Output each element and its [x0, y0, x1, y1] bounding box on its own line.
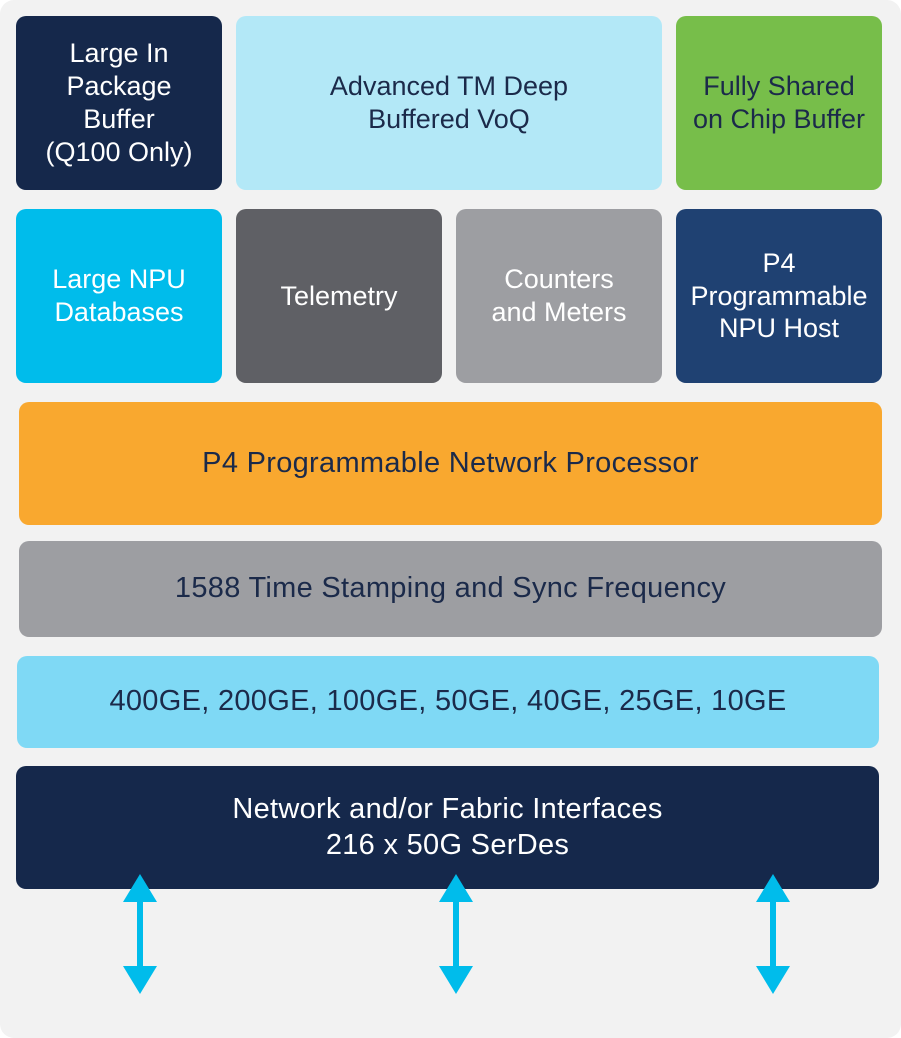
interfaces-block: Network and/or Fabric Interfaces 216 x 5… [16, 766, 879, 889]
block-line: Counters [504, 264, 614, 295]
block-line: P4 [762, 247, 796, 278]
npu-host-block: P4 Programmable NPU Host [676, 209, 882, 383]
in-package-buffer-block: Large In Package Buffer (Q100 Only) [16, 16, 222, 190]
double-arrow-icon [439, 874, 473, 994]
port-speeds-block: 400GE, 200GE, 100GE, 50GE, 40GE, 25GE, 1… [17, 656, 879, 748]
block-line: NPU Host [718, 313, 839, 344]
double-arrow-icon [756, 874, 790, 994]
block-line: 216 x 50G SerDes [325, 828, 570, 861]
advanced-tm-block: Advanced TM Deep Buffered VoQ [236, 16, 662, 190]
block-line: (Q100 Only) [45, 136, 193, 167]
block-line: Programmable [690, 280, 868, 311]
double-arrow-icon [123, 874, 157, 994]
block-line: Fully Shared [703, 71, 855, 102]
block-line: Advanced TM Deep [329, 71, 569, 102]
time-stamping-block: 1588 Time Stamping and Sync Frequency [19, 541, 882, 637]
block-line: 400GE, 200GE, 100GE, 50GE, 40GE, 25GE, 1… [109, 685, 787, 718]
block-line: Package [66, 71, 172, 102]
network-processor-block: P4 Programmable Network Processor [19, 402, 882, 525]
telemetry-block: Telemetry [236, 209, 442, 383]
block-line: 1588 Time Stamping and Sync Frequency [174, 572, 727, 605]
block-line: Network and/or Fabric Interfaces [232, 793, 663, 826]
block-line: P4 Programmable Network Processor [202, 446, 699, 479]
block-line: Large NPU [52, 264, 186, 295]
block-line: and Meters [491, 297, 627, 327]
block-line: Buffered VoQ [368, 104, 530, 134]
block-line: Databases [54, 297, 184, 327]
block-line: Telemetry [280, 280, 398, 311]
block-line: Buffer [83, 104, 155, 134]
npu-databases-block: Large NPU Databases [16, 209, 222, 383]
block-line: Large In [69, 38, 169, 69]
shared-buffer-block: Fully Shared on Chip Buffer [676, 16, 882, 190]
block-line: on Chip Buffer [692, 104, 866, 134]
counters-meters-block: Counters and Meters [456, 209, 662, 383]
